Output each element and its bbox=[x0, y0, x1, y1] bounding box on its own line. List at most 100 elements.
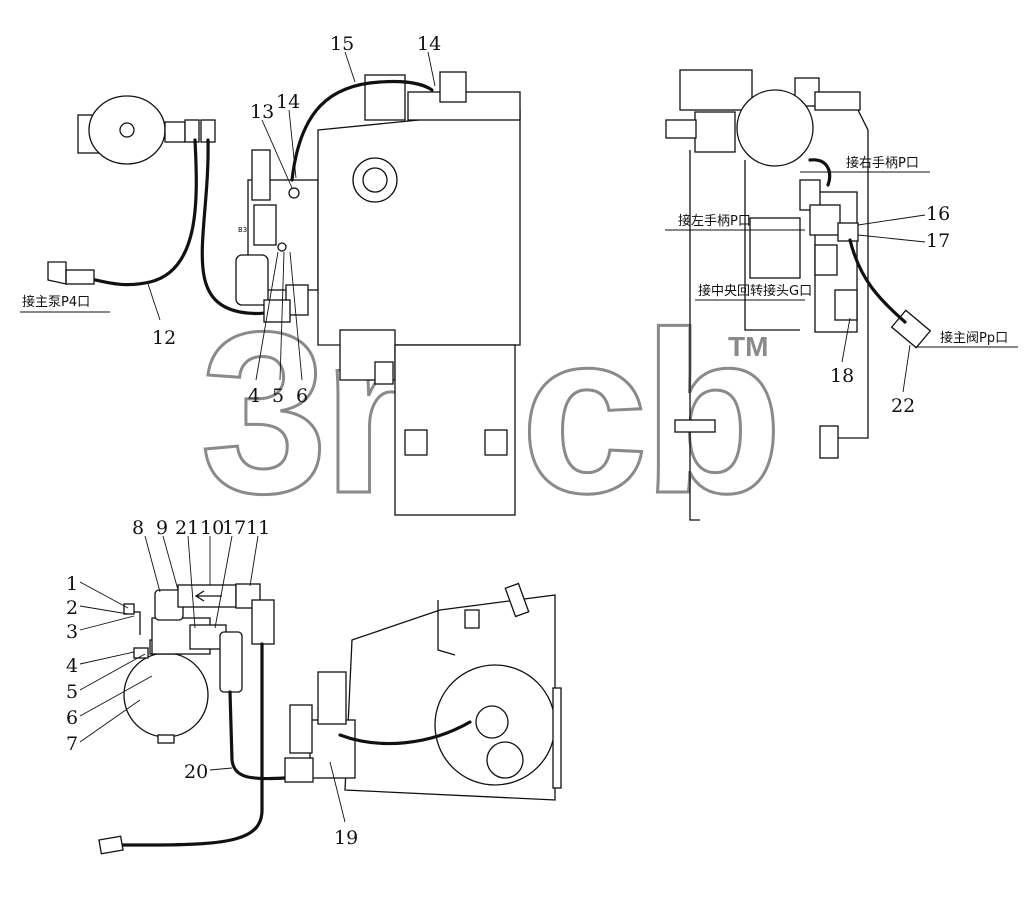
callout-6-bottom: 6 bbox=[66, 707, 78, 729]
leader-11 bbox=[249, 535, 259, 587]
machine-rod bbox=[437, 600, 456, 656]
label-center-joint: 接中央回转接头G口 bbox=[698, 283, 812, 299]
tr-motor bbox=[749, 217, 801, 279]
bolt-head bbox=[123, 603, 135, 615]
leader-1 bbox=[79, 581, 129, 609]
leader-21 bbox=[187, 535, 196, 629]
leader-4 bbox=[255, 251, 279, 381]
leader-6b bbox=[79, 675, 153, 717]
elbow-down bbox=[219, 631, 243, 693]
fitting-19-bottom bbox=[284, 757, 314, 783]
accumulator-plug bbox=[157, 734, 175, 744]
tr-frame-left bbox=[689, 150, 700, 521]
solenoid-19 bbox=[317, 671, 347, 725]
hose-fitting-right bbox=[251, 599, 275, 645]
leader-14a bbox=[427, 51, 436, 87]
solenoid bbox=[253, 204, 277, 246]
tr-solenoid-lower bbox=[814, 244, 838, 276]
leader-17 bbox=[857, 234, 926, 243]
callout-22: 22 bbox=[891, 395, 915, 417]
callout-4-bottom: 4 bbox=[66, 655, 78, 677]
tr-solenoid-box bbox=[694, 111, 736, 153]
top-left-view: 12 接主泵P4口 B3 A3 15 14 13 bbox=[20, 33, 521, 516]
callout-14a: 14 bbox=[417, 33, 441, 55]
leader-20 bbox=[209, 767, 233, 771]
port-13 bbox=[288, 187, 300, 199]
hose-19 bbox=[338, 720, 472, 746]
callout-3: 3 bbox=[66, 621, 78, 643]
valve-stack-top bbox=[251, 149, 271, 201]
machine-tab bbox=[464, 609, 480, 629]
callout-19: 19 bbox=[334, 827, 358, 849]
leader-2 bbox=[79, 605, 129, 615]
tr-solenoid bbox=[809, 204, 841, 236]
machine-edge bbox=[552, 687, 562, 789]
leader-16 bbox=[857, 214, 926, 226]
valve-19 bbox=[309, 719, 356, 779]
leader-22 bbox=[902, 344, 911, 393]
tr-foot bbox=[819, 425, 839, 459]
label-main-pump-p4: 接主泵P4口 bbox=[22, 294, 90, 310]
breather bbox=[439, 71, 467, 103]
callout-4-top: 4 bbox=[248, 385, 260, 407]
tr-solenoid-tip bbox=[665, 119, 697, 139]
hose-12 bbox=[83, 138, 198, 287]
callout-21: 21 bbox=[175, 517, 199, 539]
tr-hose bbox=[848, 238, 907, 324]
callout-9: 9 bbox=[156, 517, 168, 539]
tr-fitting-17 bbox=[837, 222, 859, 242]
tank-outlet-nipple bbox=[374, 361, 394, 385]
callout-8: 8 bbox=[132, 517, 144, 539]
machine-body bbox=[344, 594, 556, 801]
leader-4b bbox=[79, 651, 135, 665]
leader-13 bbox=[261, 119, 293, 189]
hose-long bbox=[118, 642, 264, 847]
callout-2: 2 bbox=[66, 597, 78, 619]
fitting-a bbox=[184, 119, 200, 143]
leader-19 bbox=[329, 761, 346, 823]
port-4 bbox=[277, 242, 287, 252]
accumulator-sphere bbox=[88, 95, 166, 165]
lower-fitting bbox=[263, 299, 291, 323]
leader-5 bbox=[279, 251, 285, 381]
flow-arrow bbox=[194, 590, 222, 602]
leader-5b bbox=[79, 653, 146, 691]
elbow-fitting bbox=[235, 254, 269, 306]
label-left-handle: 接左手柄P口 bbox=[678, 213, 751, 229]
fitting-11 bbox=[235, 583, 261, 609]
tank-gauge-outer bbox=[352, 157, 398, 203]
callout-20: 20 bbox=[184, 761, 208, 783]
accumulator-center bbox=[119, 122, 135, 138]
bottom-view: 8 9 21 10 17 11 1 2 3 4 5 6 7 20 19 bbox=[66, 517, 562, 855]
callout-18: 18 bbox=[830, 365, 854, 387]
tr-frame-line bbox=[744, 160, 800, 331]
bottom-accumulator bbox=[123, 652, 209, 738]
leader-7 bbox=[79, 699, 141, 743]
callout-13: 13 bbox=[250, 101, 274, 123]
hose-to-valve bbox=[200, 138, 272, 316]
fitting-19-left bbox=[289, 704, 313, 754]
hose-end-elbow bbox=[47, 261, 67, 285]
leader-12 bbox=[147, 283, 161, 321]
label-main-valve: 接主阀Pp口 bbox=[940, 330, 1008, 346]
machine-hub bbox=[475, 705, 509, 739]
tr-port-18 bbox=[834, 289, 858, 321]
callout-16: 16 bbox=[926, 203, 950, 225]
callout-15: 15 bbox=[330, 33, 354, 55]
callout-12: 12 bbox=[152, 327, 176, 349]
leader-18 bbox=[841, 317, 851, 363]
callout-1: 1 bbox=[66, 573, 78, 595]
callout-17: 17 bbox=[926, 230, 950, 252]
machine-port bbox=[486, 741, 524, 779]
hose-15 bbox=[290, 79, 434, 182]
tr-base bbox=[674, 419, 716, 433]
tr-top-box bbox=[679, 69, 753, 111]
callout-14b: 14 bbox=[276, 91, 300, 113]
leader-14b bbox=[288, 109, 297, 179]
label-right-handle: 接右手柄P口 bbox=[846, 155, 919, 171]
top-right-view: 接右手柄P口 接左手柄P口 接中央回转接头G口 接主阀Pp口 16 17 18 … bbox=[665, 69, 1018, 521]
tr-short-hose bbox=[808, 158, 832, 187]
hose-end-fitting bbox=[65, 269, 95, 285]
callout-17b: 17 bbox=[222, 517, 246, 539]
